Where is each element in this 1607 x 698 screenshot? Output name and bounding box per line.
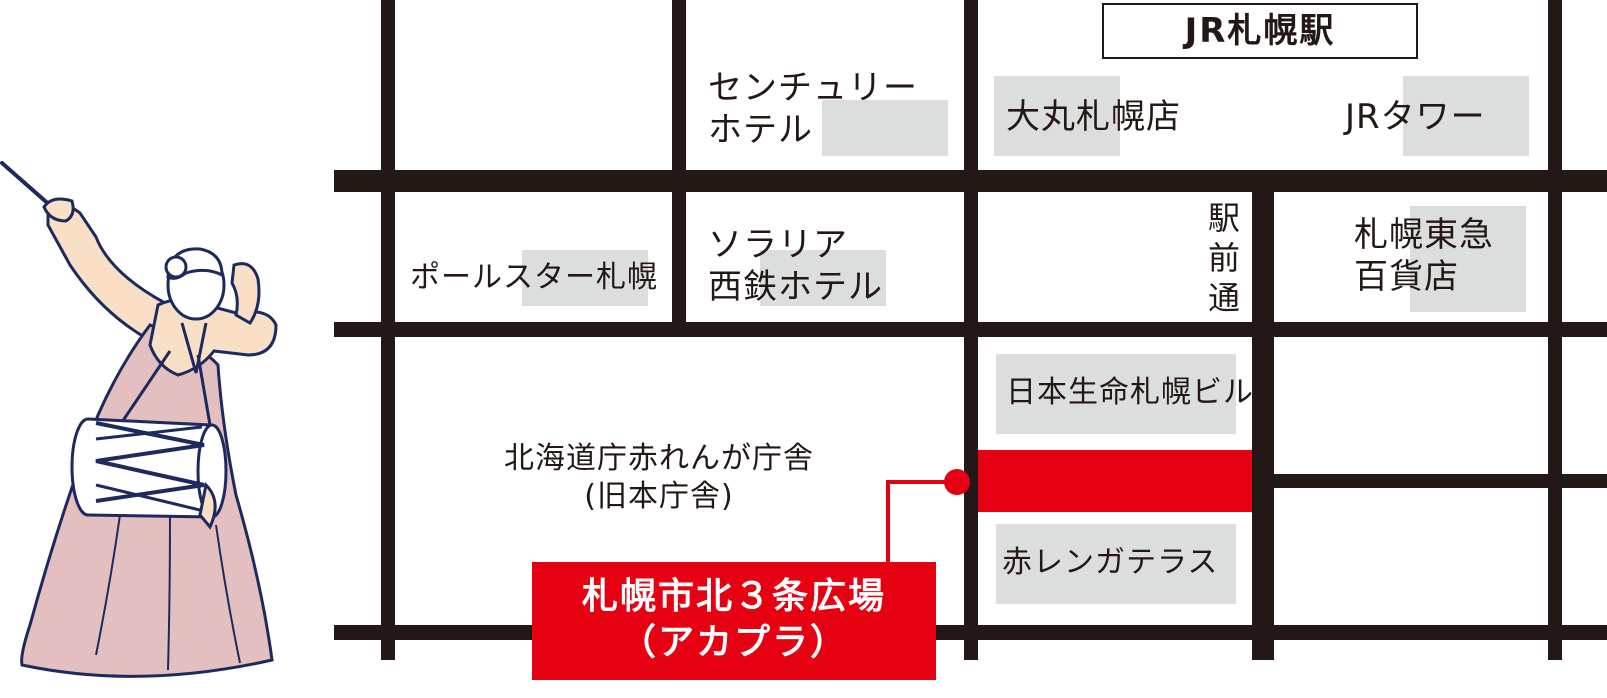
building-block-polestar: [522, 250, 648, 306]
street-label-char: 駅: [1207, 199, 1240, 237]
building-block-solaria: [760, 250, 886, 306]
label-daimaru: 大丸札幌店: [1006, 97, 1181, 137]
label-nihon-seimei: 日本生命札幌ビル: [1006, 375, 1254, 410]
road-horizontal-1: [334, 170, 1607, 192]
venue-leader-line: [886, 480, 956, 484]
road-horizontal-4: [334, 625, 1607, 640]
road-vertical-4: [1252, 184, 1274, 660]
label-line: 札幌東急: [1354, 215, 1494, 255]
location-dot-icon: [944, 469, 970, 495]
venue-label-box: 札幌市北３条広場 （アカプラ）: [532, 562, 936, 680]
label-solaria: ソラリア 西鉄ホテル: [708, 224, 883, 308]
label-line: ソラリア: [708, 225, 848, 265]
road-horizontal-3: [1252, 474, 1607, 488]
station-label-jr-sapporo: JR札幌駅: [1102, 3, 1418, 59]
road-vertical-2: [672, 0, 686, 336]
building-block-jrtower: [1403, 76, 1529, 156]
venue-highlight-bar: [978, 450, 1252, 512]
street-label-char: 前: [1207, 239, 1240, 277]
drummer-mascot-icon: [0, 161, 278, 678]
venue-leader-line: [886, 480, 890, 564]
label-akarenga-terrace: 赤レンガテラス: [1002, 545, 1219, 580]
building-block-nihon-seimei: [996, 354, 1236, 434]
label-line: ホテル: [708, 110, 813, 150]
building-block-daimaru: [994, 76, 1120, 156]
label-line: 百貨店: [1354, 257, 1459, 297]
label-line: (旧本庁舎): [584, 479, 734, 514]
building-block-tokyu: [1410, 206, 1526, 312]
street-label-char: 通: [1207, 279, 1240, 317]
street-label-ekimae-dori: 駅 前 通: [1202, 198, 1246, 318]
building-block-century: [822, 100, 948, 156]
label-line: センチュリー: [708, 68, 918, 108]
venue-name: 札幌市北３条広場: [581, 576, 886, 617]
label-jr-tower: JRタワー: [1345, 97, 1486, 137]
label-tokyu: 札幌東急 百貨店: [1354, 214, 1494, 298]
label-polestar: ポールスター札幌: [410, 260, 658, 295]
label-century-hotel: センチュリー ホテル: [708, 67, 918, 151]
label-line: 北海道庁赤れんが庁舎: [504, 441, 814, 476]
venue-subname: （アカプラ）: [619, 622, 848, 663]
label-line: 西鉄ホテル: [708, 267, 883, 307]
label-akarenga-chosha: 北海道庁赤れんが庁舎 (旧本庁舎): [504, 440, 814, 516]
road-horizontal-2: [334, 322, 1607, 337]
building-block-akarenga-terrace: [996, 524, 1236, 604]
